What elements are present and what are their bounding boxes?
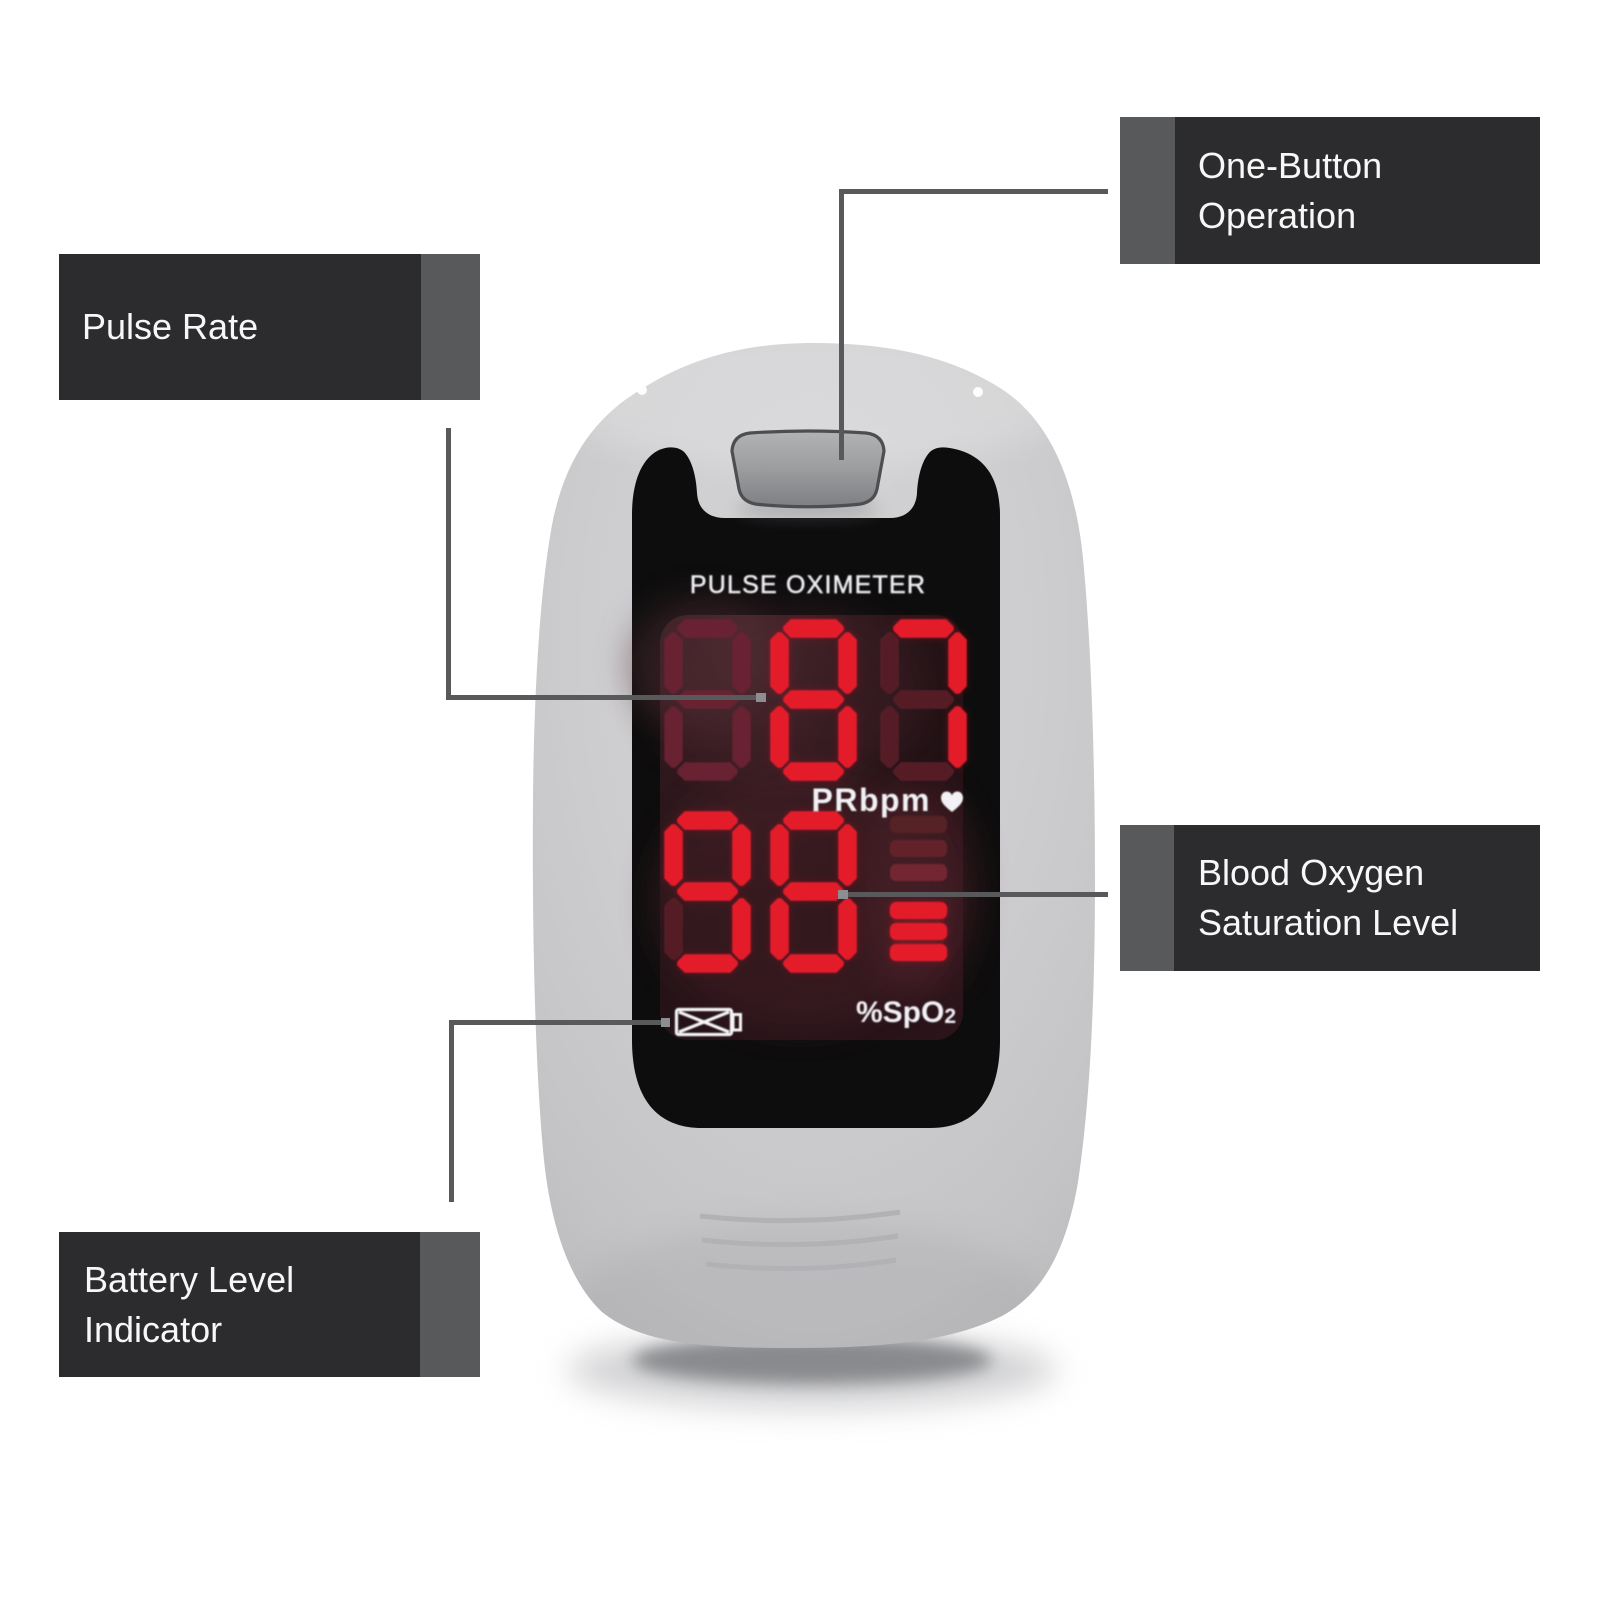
svg-text:PRbpm: PRbpm bbox=[812, 782, 932, 818]
svg-text:PULSE OXIMETER: PULSE OXIMETER bbox=[690, 571, 926, 599]
svg-text:%SpO2: %SpO2 bbox=[856, 996, 956, 1029]
